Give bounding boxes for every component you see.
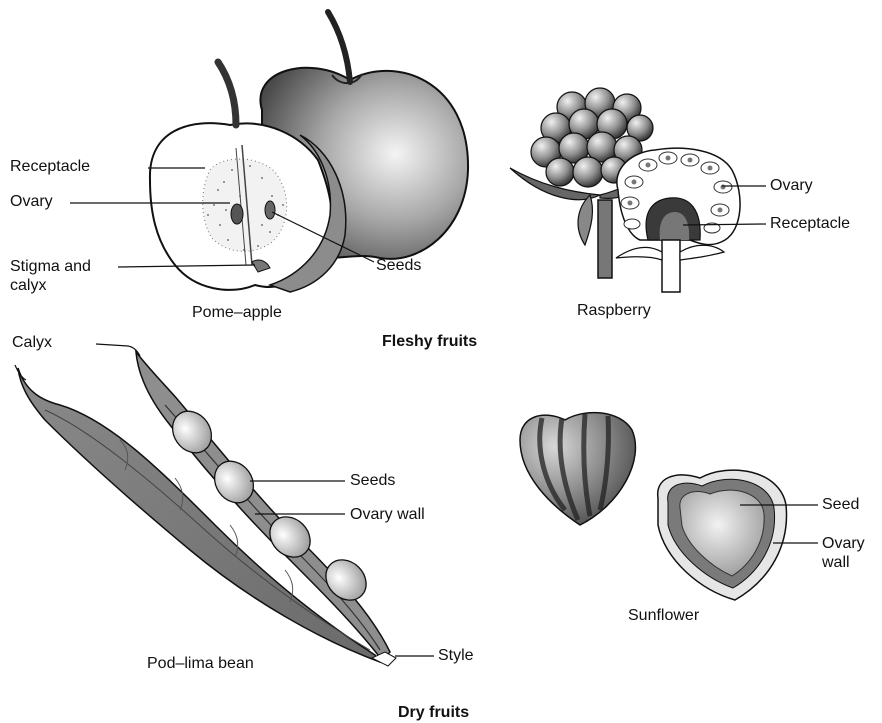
- fleshy-fruits-heading: Fleshy fruits: [382, 333, 477, 351]
- apple-ovary-label: Ovary: [10, 193, 53, 211]
- sunflower-ovary-wall-label-line1: Ovary: [822, 535, 865, 553]
- apple-stigma-label-line2: calyx: [10, 277, 46, 295]
- bean-caption: Pod–lima bean: [147, 655, 254, 673]
- bean-pod-illustration: [15, 344, 396, 666]
- raspberry-ovary-label: Ovary: [770, 177, 813, 195]
- sunflower-illustration: [520, 413, 787, 600]
- apple-caption: Pome–apple: [192, 304, 282, 322]
- bean-calyx-label: Calyx: [12, 334, 52, 352]
- sunflower-caption: Sunflower: [628, 607, 699, 625]
- apple-stigma-label-line1: Stigma and: [10, 258, 91, 276]
- raspberry-receptacle-label: Receptacle: [770, 215, 850, 233]
- sunflower-ovary-wall-label-line2: wall: [822, 554, 850, 572]
- apple-receptacle-label: Receptacle: [10, 158, 90, 176]
- bean-style-label: Style: [438, 647, 474, 665]
- raspberry-caption: Raspberry: [577, 302, 651, 320]
- dry-fruits-heading: Dry fruits: [398, 704, 469, 722]
- apple-seeds-label: Seeds: [376, 257, 421, 275]
- apple-illustration: [150, 12, 468, 292]
- sunflower-seed-label: Seed: [822, 496, 859, 514]
- bean-ovary-wall-label: Ovary wall: [350, 506, 425, 524]
- bean-seeds-label: Seeds: [350, 472, 395, 490]
- raspberry-illustration: [510, 88, 740, 292]
